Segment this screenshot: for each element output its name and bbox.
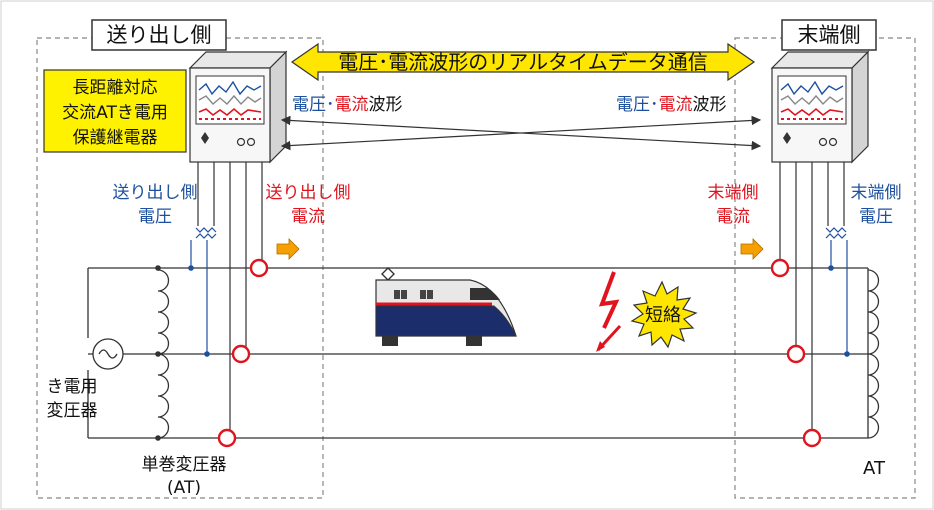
node-dot: [828, 265, 834, 271]
relay-name-line-1: 長距離対応: [73, 78, 158, 98]
waveform-label-left: 電圧･電流波形: [292, 95, 403, 115]
right-autotransformer-coil: [867, 269, 880, 439]
end-voltage-label-1: 末端側: [851, 183, 902, 203]
at-label-right: AT: [863, 458, 886, 479]
send-side-header-box: [91, 19, 227, 51]
end-side-title: 末端側: [798, 23, 861, 47]
communication-banner-text: 電圧･電流波形のリアルタイムデータ通信: [338, 50, 707, 74]
ct-circle: [802, 428, 822, 448]
end-voltage-label-2: 電圧: [859, 207, 893, 227]
end-current-label-1: 末端側: [708, 183, 759, 203]
relay-name-line-3: 保護継電器: [73, 128, 158, 148]
sine-wave-icon: [98, 349, 118, 359]
end-side-header-box: [781, 19, 877, 51]
send-voltage-label-2: 電圧: [138, 207, 172, 227]
send-current-direction-arrow: [276, 238, 300, 260]
node-dot: [204, 351, 210, 357]
fault-arrowhead: [596, 341, 605, 352]
left-autotransformer-coil: [157, 269, 170, 439]
send-current-label-2: 電流: [291, 207, 325, 227]
end-current-direction-arrow: [740, 238, 764, 260]
send-side-relay-wiring: [197, 162, 263, 438]
send-side-title: 送り出し側: [107, 23, 212, 47]
ct-circle: [770, 258, 790, 278]
feeding-transformer-label-2: 変圧器: [47, 401, 98, 421]
send-current-label-1: 送り出し側: [266, 183, 351, 203]
node-dot: [155, 265, 161, 271]
autotransformer-label-2: (AT): [167, 478, 201, 498]
node-dot: [188, 265, 194, 271]
end-side-relay-device: [770, 50, 870, 164]
feeding-transformer-label-1: き電用: [47, 377, 98, 397]
autotransformer-label-1: 単巻変圧器: [142, 455, 227, 475]
ct-circle: [231, 344, 251, 364]
relay-name-line-2: 交流ATき電用: [62, 103, 168, 123]
end-side-relay-wiring: [779, 162, 845, 438]
short-circuit-label: 短絡: [645, 305, 681, 326]
train-icon: [375, 267, 517, 346]
node-dot: [155, 351, 161, 357]
relay-name-box: [43, 69, 187, 153]
ct-circle: [786, 344, 806, 364]
short-circuit-starburst: [630, 280, 698, 349]
send-side-relay-device: [188, 50, 288, 164]
end-side-vt-icon: [825, 227, 848, 354]
current-transformers: [217, 258, 822, 448]
send-voltage-label-1: 送り出し側: [113, 183, 198, 203]
data-link-arrow-2: [280, 115, 762, 151]
ct-circle: [217, 428, 237, 448]
send-side-vt-icon: [190, 227, 217, 354]
waveform-label-right: 電圧･電流波形: [616, 95, 727, 115]
communication-banner-arrow: [290, 42, 756, 82]
node-dot: [844, 351, 850, 357]
lightning-icon: [598, 271, 620, 329]
node-dot: [155, 435, 161, 441]
ct-circle: [249, 258, 269, 278]
end-current-label-2: 電流: [716, 207, 750, 227]
